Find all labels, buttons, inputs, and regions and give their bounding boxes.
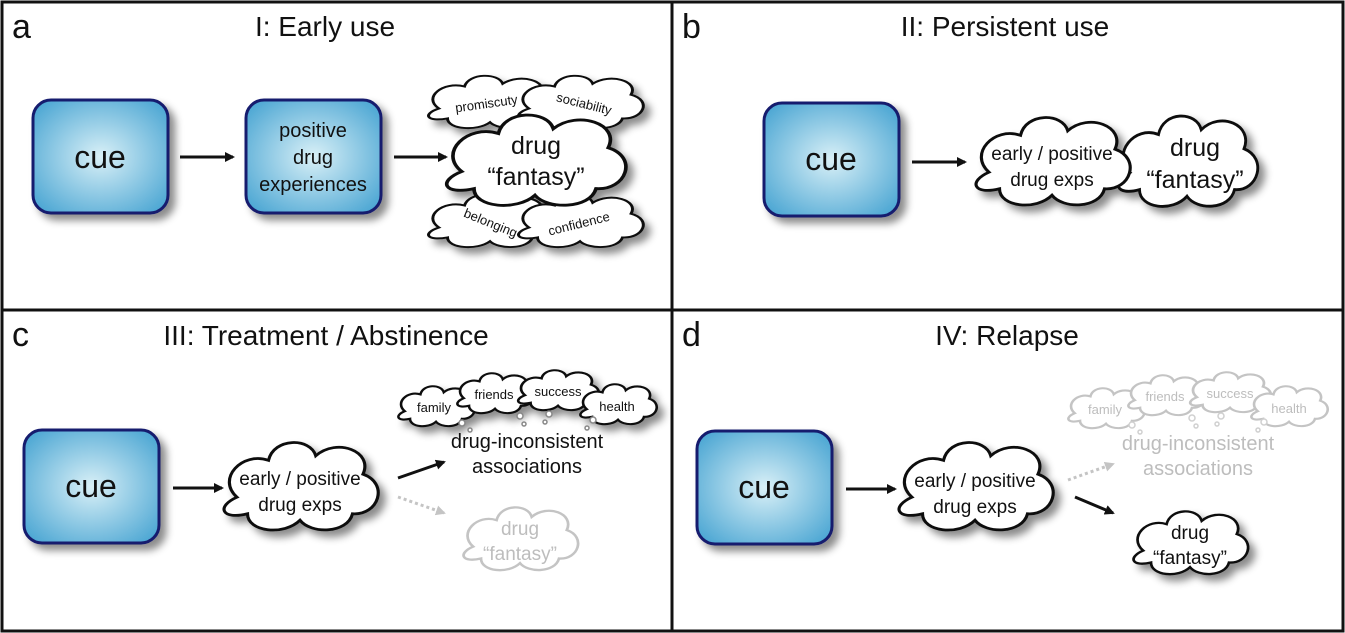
association-label: friends [1145,389,1185,404]
panel-title: II: Persistent use [901,11,1110,42]
panel-title: III: Treatment / Abstinence [163,320,488,351]
association-label: success [535,384,582,399]
cloud-line-1: early / positive [991,144,1112,165]
panel-letter: c [12,316,29,354]
cue-label: cue [74,139,126,175]
drug-fantasy-cloud [1132,510,1250,576]
cloud-line-1: early / positive [914,471,1035,492]
panel-c: c III: Treatment / Abstinence cue early … [12,316,658,572]
cloud-line-2: drug exps [933,497,1016,518]
cloud-line-1: drug [1170,134,1220,162]
association-label: health [1271,401,1306,416]
association-title-2: associations [1143,458,1253,480]
association-label: health [599,399,634,414]
cloud-line-1: drug [1171,523,1209,544]
dotted-arrow [397,495,446,516]
cue-label: cue [65,468,117,504]
cue-box [22,428,161,545]
positive-experiences-box [244,98,383,215]
association-title-1: drug-inconsistent [451,431,604,453]
drug-fantasy-cloud [1116,114,1260,208]
cue-box [762,101,901,218]
association-label: friends [474,387,514,402]
box-line-3: experiences [259,174,367,196]
association-title-2: associations [472,456,582,478]
panel-a: a I: Early use cue positive drug experie… [12,8,645,249]
association-title-1: drug-inconsistent [1122,433,1275,455]
drug-fantasy-cloud [444,113,628,207]
cloud-line-2: drug exps [1010,170,1093,191]
panel-letter: d [682,316,701,354]
panel-letter: a [12,8,31,46]
panel-title: IV: Relapse [935,320,1079,351]
cloud-line-2: “fantasy” [1153,548,1227,569]
cue-box [695,429,834,546]
cue-label: cue [805,141,857,177]
cue-box [31,98,170,215]
box-line-1: positive [279,120,347,142]
cloud-line-1: early / positive [239,469,360,490]
panel-title: I: Early use [255,11,395,42]
cloud-line-1: drug [501,519,539,540]
association-label: family [1088,402,1122,417]
cloud-line-2: “fantasy” [1146,166,1243,194]
arrow [1074,495,1115,515]
arrow [397,459,446,480]
box-line-2: drug [293,147,333,169]
early-exps-cloud [897,441,1055,532]
faded-thought-bubbles [1128,412,1268,435]
cloud-line-2: drug exps [258,495,341,516]
association-label: family [417,400,451,415]
panel-letter: b [682,8,701,46]
cloud-line-2: “fantasy” [487,163,584,191]
panel-d: d IV: Relapse cue early / positive drug … [682,316,1329,576]
association-label: success [1207,386,1254,401]
dotted-arrow [1067,461,1115,482]
panel-b: b II: Persistent use cue early / positiv… [682,8,1260,218]
cloud-line-2: “fantasy” [483,544,557,565]
thought-bubbles [458,410,597,433]
faded-drug-fantasy-cloud [462,506,580,572]
cloud-line-1: drug [511,132,561,160]
early-exps-cloud [974,116,1132,207]
early-exps-cloud [222,441,380,532]
cue-label: cue [738,469,790,505]
